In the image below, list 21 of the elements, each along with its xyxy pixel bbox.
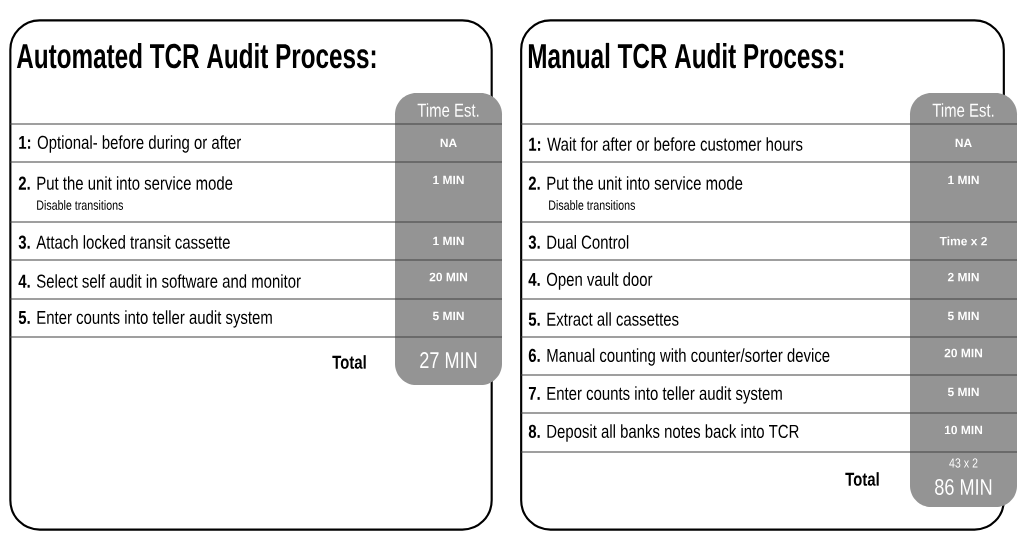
time-column: Time Est. NA 1 MIN 1 MIN 20 MIN 5 MIN 27 MIN xyxy=(395,93,502,385)
step-text: 1: Wait for after or before customer hours xyxy=(529,137,803,151)
step-note: Disable transitions xyxy=(549,200,635,210)
step-text: 8. Deposit all banks notes back into TCR xyxy=(528,424,799,442)
panel-title: Automated TCR Audit Process: xyxy=(16,42,376,69)
step-text: 1: Optional- before during or after xyxy=(19,135,241,153)
total-label: Total xyxy=(332,355,366,369)
step-text: 5. Extract all cassettes xyxy=(528,312,679,326)
step-text: 5. Enter counts into teller audit system xyxy=(18,310,272,328)
step-text: 2. Put the unit into service mode xyxy=(528,176,743,190)
step-text: 4. Select self audit in software and monitor xyxy=(18,274,301,288)
step-text: 3. Attach locked transit cassette xyxy=(18,235,230,249)
panel-title: Manual TCR Audit Process: xyxy=(528,42,844,69)
step-text: 4. Open vault door xyxy=(528,272,653,290)
step-text: 2. Put the unit into service mode xyxy=(18,176,233,190)
step-text: 7. Enter counts into teller audit system xyxy=(528,386,782,404)
total-label: Total xyxy=(845,472,879,486)
step-note: Disable transitions xyxy=(37,200,124,210)
time-column: Time Est. NA 1 MIN Time x 2 2 MIN 5 MIN 20 MIN 5 MIN 10 MIN 43 x 2 86 MIN xyxy=(910,93,1017,507)
step-text: 6. Manual counting with counter/sorter device xyxy=(528,348,830,366)
step-text: 3. Dual Control xyxy=(528,235,629,249)
